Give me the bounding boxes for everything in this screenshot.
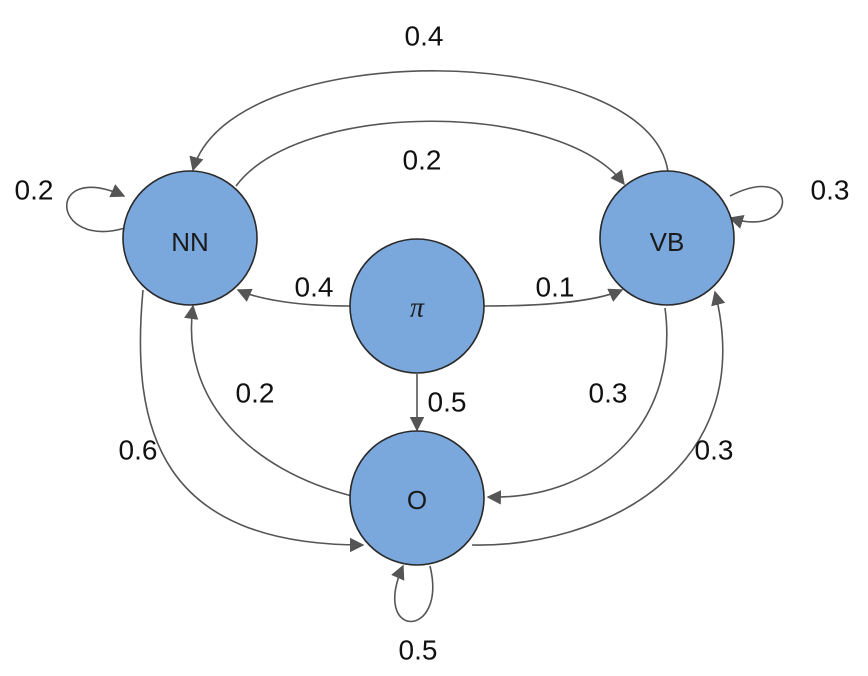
node-nn: NN: [122, 170, 258, 306]
prob-vb-to-o: 0.3: [589, 378, 628, 409]
edge-vb-to-o: [486, 307, 668, 505]
prob-nn-to-vb: 0.2: [403, 145, 442, 176]
prob-pi-to-o: 0.5: [428, 387, 467, 418]
prob-nn-self: 0.2: [15, 175, 54, 206]
prob-pi-to-nn: 0.4: [295, 272, 334, 303]
edge-o-to-nn: [184, 304, 353, 497]
edge-o-self-loop: [391, 564, 434, 623]
prob-pi-to-vb: 0.1: [536, 272, 575, 303]
node-vb: VB: [599, 170, 735, 306]
node-nn-label: NN: [171, 227, 209, 257]
edge-vb-self-loop: [728, 185, 784, 229]
prob-o-to-vb: 0.3: [695, 435, 734, 466]
node-pi-label: π: [410, 293, 425, 324]
edge-vb-to-nn: [189, 70, 669, 173]
edge-o-to-vb: [471, 290, 726, 546]
prob-vb-self: 0.3: [811, 175, 850, 206]
node-pi: π: [349, 238, 485, 374]
node-vb-label: VB: [650, 227, 685, 257]
node-o-label: O: [407, 485, 427, 515]
edge-pi-to-vb: [483, 288, 624, 307]
edge-pi-to-nn: [236, 288, 351, 307]
edge-nn-to-vb: [235, 120, 625, 187]
edge-nn-to-o: [139, 289, 365, 553]
node-o: O: [349, 430, 485, 566]
prob-o-self: 0.5: [399, 635, 438, 666]
prob-nn-to-o: 0.6: [119, 435, 158, 466]
prob-o-to-nn: 0.2: [236, 378, 275, 409]
prob-vb-to-nn: 0.4: [405, 21, 444, 52]
edge-nn-self-loop: [65, 184, 126, 233]
